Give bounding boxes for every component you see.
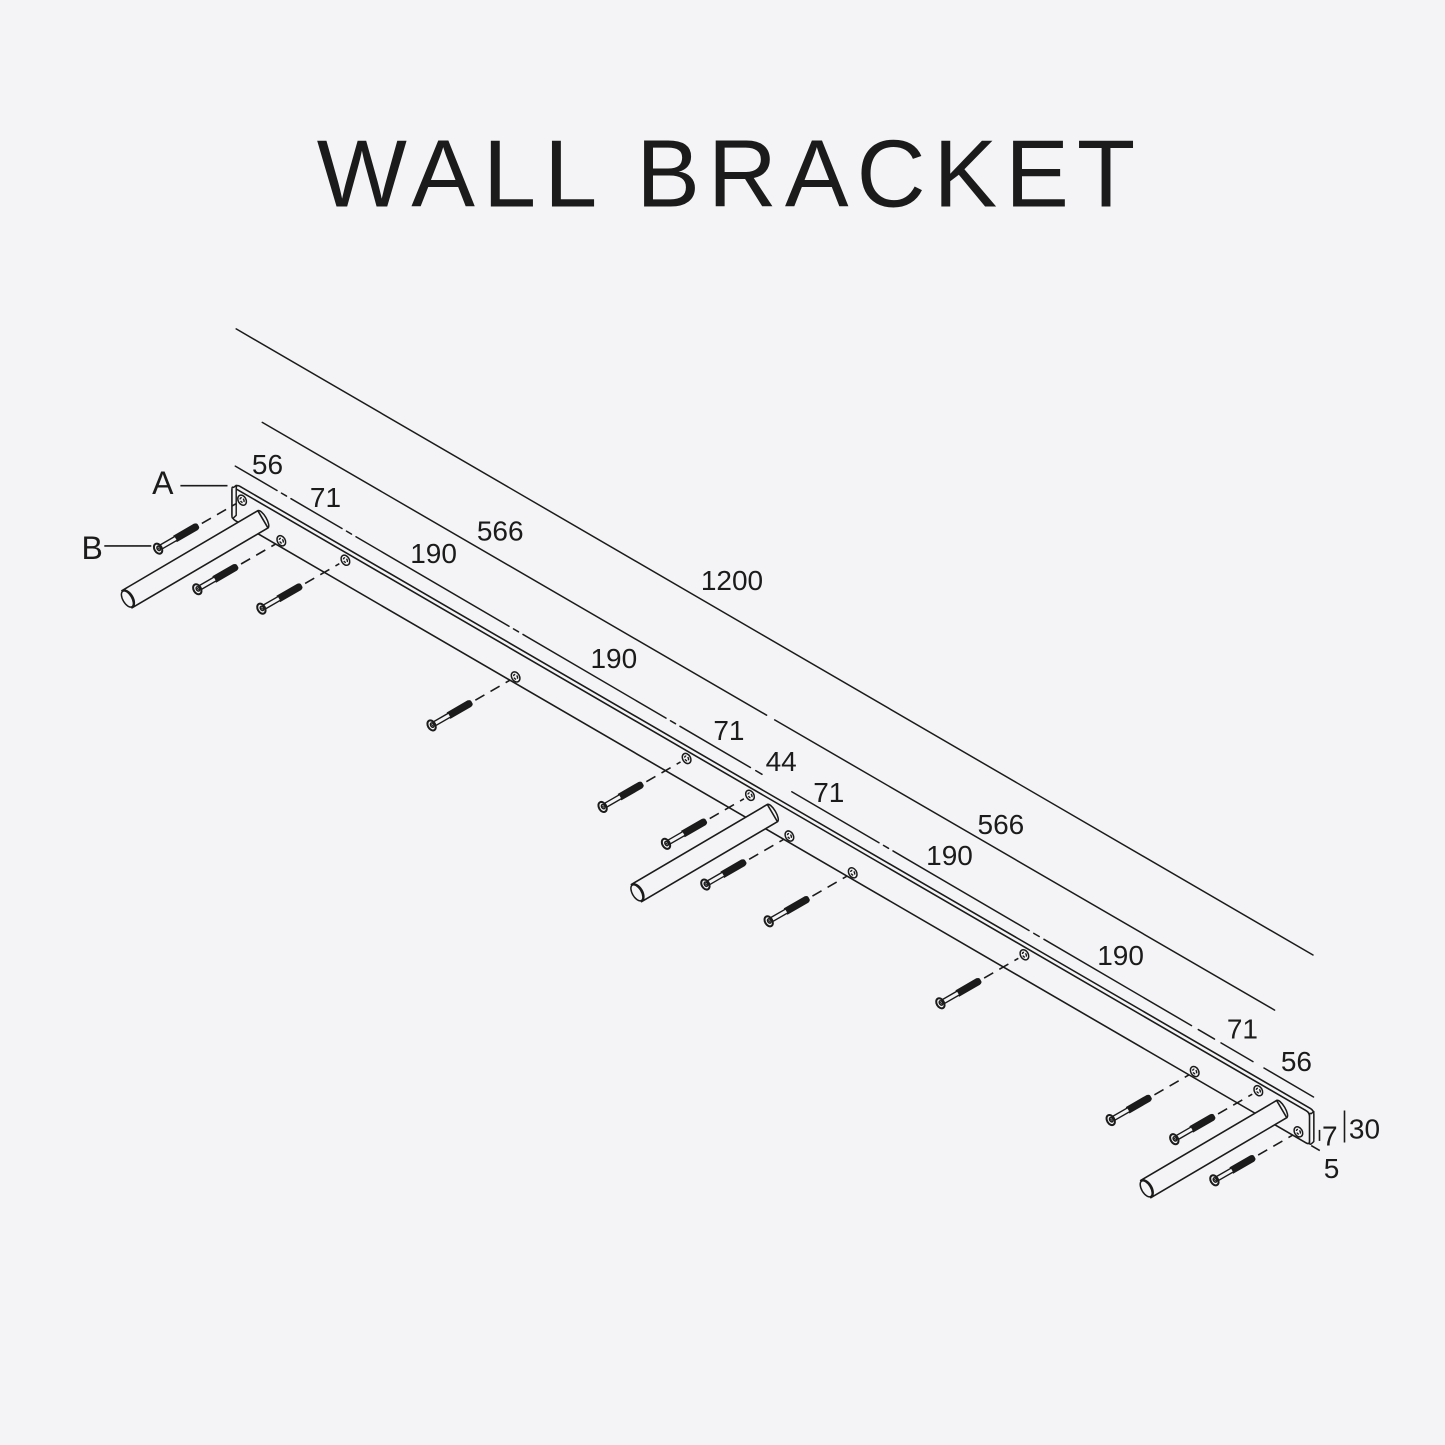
svg-text:5: 5 <box>1324 1153 1340 1184</box>
svg-text:71: 71 <box>713 715 744 746</box>
svg-text:B: B <box>82 530 103 566</box>
svg-text:7: 7 <box>1322 1121 1338 1152</box>
svg-text:190: 190 <box>1097 940 1144 971</box>
svg-text:1200: 1200 <box>701 565 763 596</box>
svg-text:190: 190 <box>926 840 973 871</box>
svg-text:71: 71 <box>1227 1014 1258 1045</box>
svg-text:566: 566 <box>978 809 1025 840</box>
svg-text:WALL BRACKET: WALL BRACKET <box>317 122 1144 228</box>
svg-text:56: 56 <box>1281 1046 1312 1077</box>
svg-text:566: 566 <box>477 516 524 547</box>
svg-text:56: 56 <box>252 449 283 480</box>
svg-text:A: A <box>152 465 174 501</box>
svg-text:71: 71 <box>813 777 844 808</box>
svg-text:190: 190 <box>590 643 637 674</box>
svg-text:30: 30 <box>1349 1113 1380 1144</box>
svg-text:190: 190 <box>410 538 457 569</box>
svg-text:71: 71 <box>310 482 341 513</box>
svg-text:44: 44 <box>766 746 797 777</box>
